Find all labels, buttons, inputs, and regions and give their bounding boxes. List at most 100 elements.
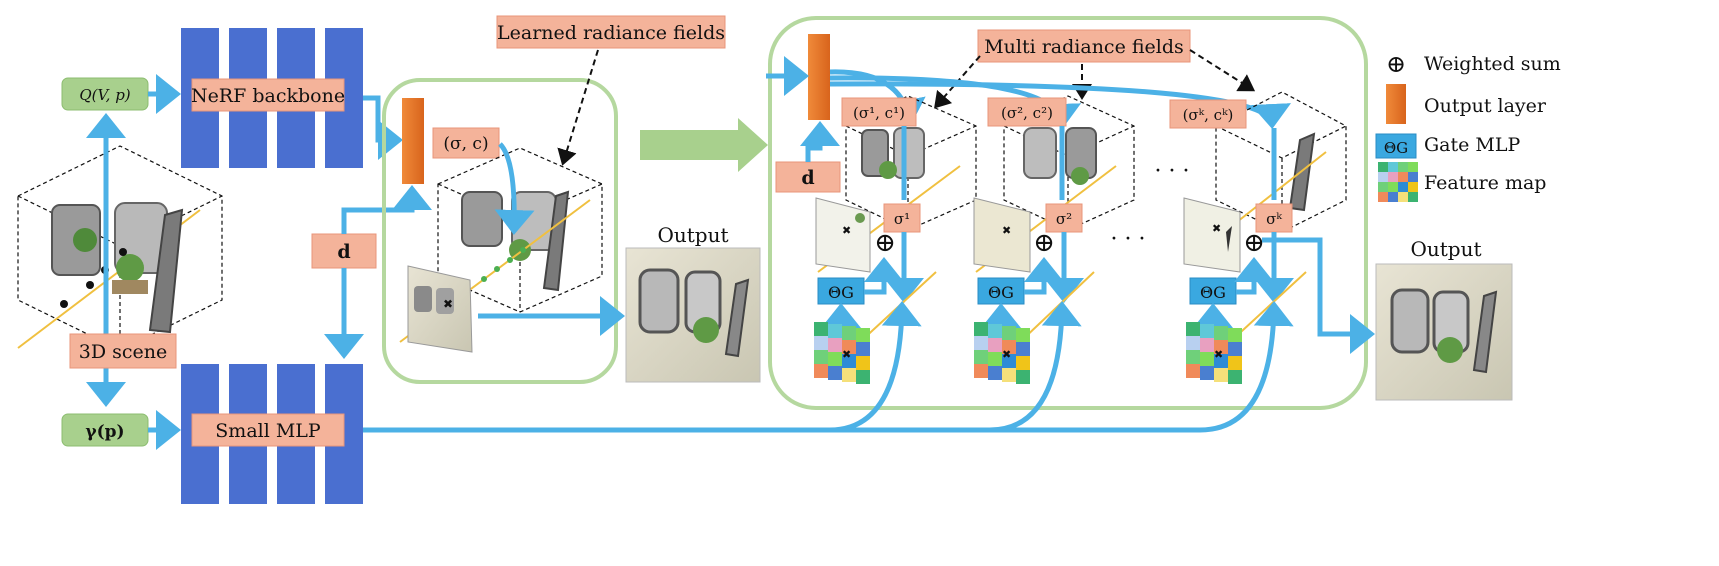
s2-box <box>1045 203 1083 233</box>
feature-cell <box>856 328 870 342</box>
feature-cell <box>814 350 828 364</box>
sck-box <box>1169 99 1247 129</box>
scene-label-box <box>69 333 177 369</box>
gamma-input-label: γ(p) <box>85 422 124 442</box>
feature-cell <box>856 370 870 384</box>
feature-cell <box>1016 370 1030 384</box>
sc2-box <box>987 97 1067 127</box>
arrow-theta1-to-sum <box>864 257 904 295</box>
d-right-label: d <box>801 167 814 189</box>
sc1-box <box>841 97 917 127</box>
sk-box <box>1255 203 1293 233</box>
feature-cell <box>1186 364 1200 378</box>
ray-2 <box>1019 271 1095 343</box>
feature-cell <box>1200 352 1214 366</box>
feature-cell <box>1214 368 1228 382</box>
image-plane-mid: ✖ <box>407 265 473 353</box>
pointer-learned-fields <box>557 49 599 166</box>
nerf-backbone: NeRF backbone <box>181 28 363 168</box>
feature-cell <box>1408 172 1418 182</box>
theta1-label: ΘG <box>828 283 854 302</box>
scene-objects <box>51 202 184 334</box>
legend-gate-mlp: Gate MLP <box>1424 134 1520 156</box>
feature-cell <box>1388 192 1398 202</box>
svg-text:✖: ✖ <box>842 224 851 237</box>
legend-feature-grid <box>1378 162 1418 202</box>
sample-point-icon: ✖ <box>842 348 851 361</box>
feature-cell <box>814 336 828 350</box>
output-layer-mid <box>402 98 424 184</box>
feature-cell <box>828 366 842 380</box>
feature-cell <box>1388 182 1398 192</box>
feature-cell <box>1186 336 1200 350</box>
legend-weighted-sum: Weighted sum <box>1424 53 1561 75</box>
dots-top: · · · <box>1155 159 1190 184</box>
scene-label: 3D scene <box>79 341 167 363</box>
feature-cell <box>1408 182 1418 192</box>
feature-cell <box>1214 326 1228 340</box>
feature-cell <box>1228 356 1242 370</box>
legend: ⊕ Weighted sum Output layer ΘG Gate MLP … <box>1375 50 1561 202</box>
feature-cell <box>1378 182 1388 192</box>
feature-cell <box>1214 354 1228 368</box>
d-left-label: d <box>337 241 350 263</box>
legend-output-layer: Output layer <box>1424 95 1547 117</box>
feature-cell <box>1200 324 1214 338</box>
feature-maps: ✖ ✖ ✖ <box>814 322 1242 384</box>
weighted-sum-1-icon: ⊕ <box>874 228 896 258</box>
sample-point-icon: ✖ <box>1002 348 1011 361</box>
arrow-theta2-to-sum <box>1024 257 1064 295</box>
feature-cell <box>1186 322 1200 336</box>
sample-point-icon: ✖ <box>1214 348 1223 361</box>
feature-cell <box>1378 162 1388 172</box>
arrow-to-final-output <box>1262 237 1375 354</box>
feature-map-k: ✖ <box>1186 322 1242 384</box>
feature-map-2: ✖ <box>974 322 1030 384</box>
feature-cell <box>1388 172 1398 182</box>
feature-cell <box>1016 328 1030 342</box>
feature-cell <box>828 324 842 338</box>
feature-map-1: ✖ <box>814 322 870 384</box>
legend-output-layer-swatch <box>1386 84 1406 124</box>
feature-cell <box>1398 162 1408 172</box>
weighted-sum-2-icon: ⊕ <box>1033 228 1055 258</box>
legend-feature-map-swatch <box>1378 162 1418 202</box>
sigma-c-box <box>432 127 500 159</box>
arrow-nerf-to-output-layer <box>363 95 403 160</box>
output-mid-label: Output <box>657 223 728 247</box>
multi-fields-label: Multi radiance fields <box>984 36 1184 58</box>
sc1-label: (σ¹, c¹) <box>853 104 905 122</box>
arrow-sigma-to-ray <box>494 142 535 235</box>
svg-text:✖: ✖ <box>443 297 453 311</box>
feature-cell <box>1398 182 1408 192</box>
feature-cell <box>842 340 856 354</box>
output-image-right <box>1375 263 1513 401</box>
feature-cell <box>1228 328 1242 342</box>
learned-fields-label: Learned radiance fields <box>497 22 725 44</box>
arrow-branch-k <box>829 81 1291 129</box>
feature-cell <box>988 324 1002 338</box>
feature-cell <box>1228 370 1242 384</box>
feature-cell <box>828 338 842 352</box>
feature-cell <box>856 342 870 356</box>
sc2-label: (σ², c²) <box>1001 104 1053 122</box>
svg-text:✖: ✖ <box>1212 222 1221 235</box>
feature-cell <box>814 322 828 336</box>
feature-cell <box>1002 326 1016 340</box>
feature-cell <box>842 354 856 368</box>
feature-cell <box>1214 340 1228 354</box>
sck-label: (σᵏ, cᵏ) <box>1183 106 1234 124</box>
feature-cell <box>1378 192 1388 202</box>
dots-mid: · · · <box>1111 227 1146 252</box>
legend-feature-map: Feature map <box>1424 172 1546 194</box>
weighted-sum-k-icon: ⊕ <box>1243 228 1265 258</box>
small-mlp-label: Small MLP <box>215 420 321 442</box>
sigma-c-label: (σ, c) <box>443 134 488 154</box>
single-field-panel <box>382 78 618 384</box>
feature-cell <box>974 350 988 364</box>
output-layer-right <box>808 34 830 120</box>
feature-cell <box>1186 350 1200 364</box>
pointer-multi-k <box>1189 49 1256 92</box>
arrow-d-right <box>800 121 840 162</box>
arrow-d-to-output-layer <box>341 185 432 234</box>
